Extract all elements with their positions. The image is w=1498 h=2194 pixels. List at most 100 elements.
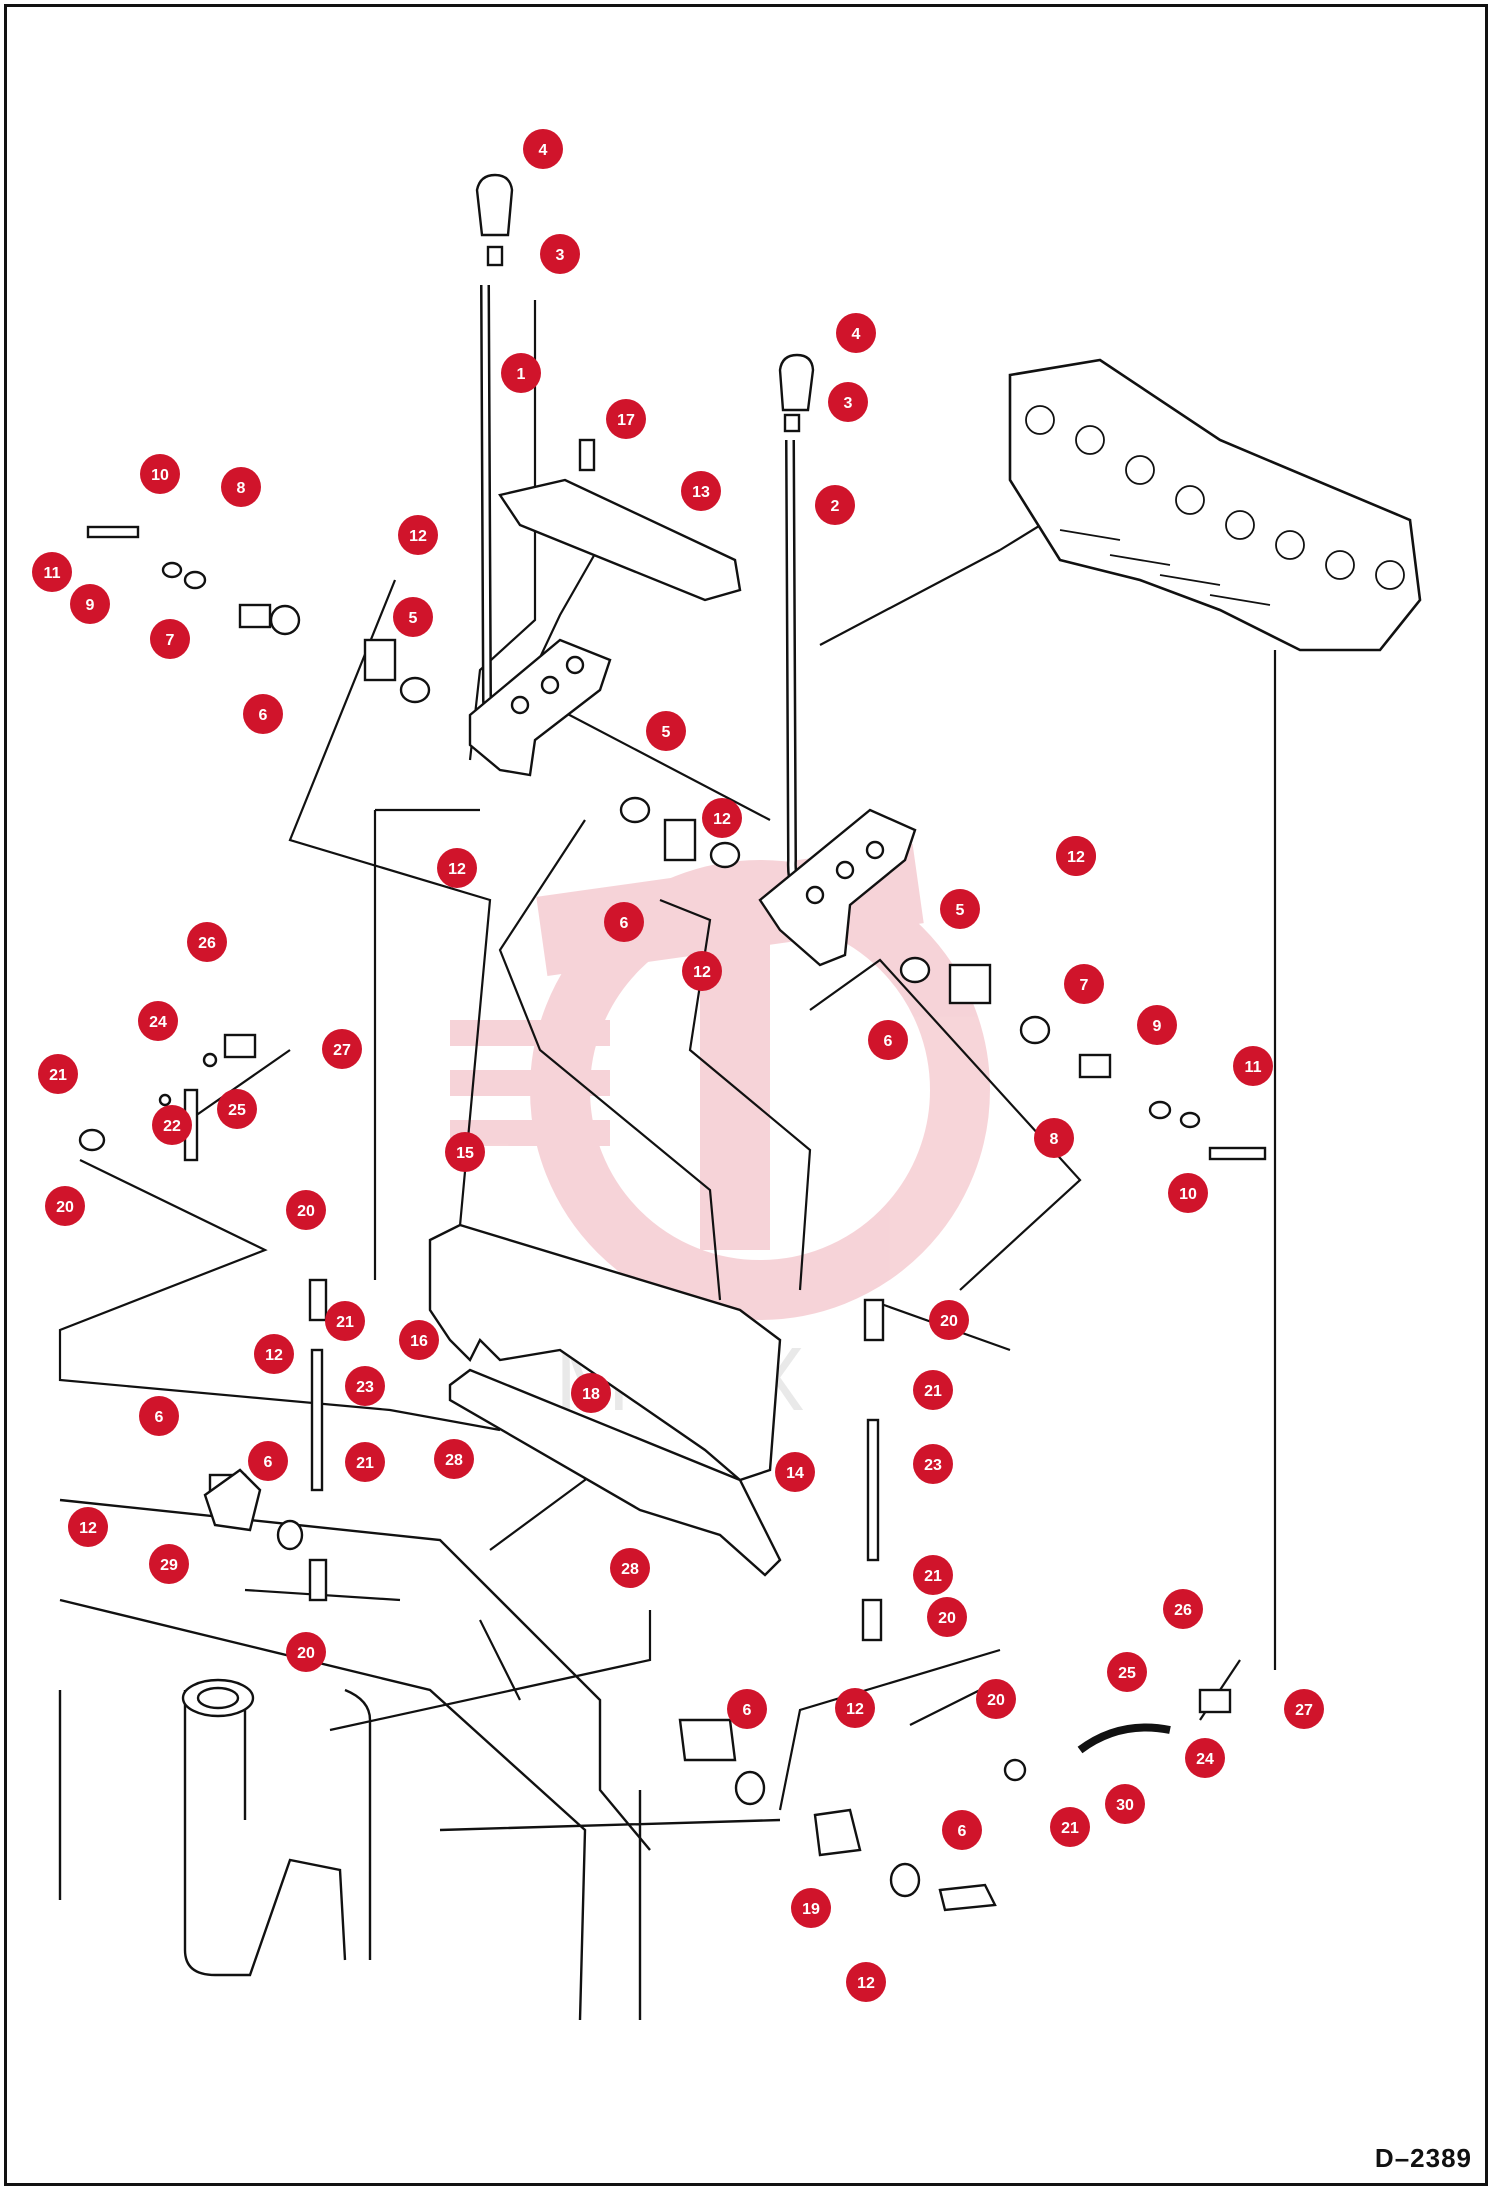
control-lever-right: [778, 353, 823, 925]
callout-25[interactable]: 25: [217, 1089, 257, 1129]
callout-25[interactable]: 25: [1107, 1652, 1147, 1692]
callout-3[interactable]: 3: [540, 234, 580, 274]
callout-label: 5: [956, 902, 965, 919]
callout-13[interactable]: 13: [681, 471, 721, 511]
callout-label: 12: [79, 1520, 97, 1537]
callout-26[interactable]: 26: [187, 922, 227, 962]
callout-label: 21: [49, 1067, 67, 1084]
callout-15[interactable]: 15: [445, 1132, 485, 1172]
callout-5[interactable]: 5: [393, 597, 433, 637]
callout-16[interactable]: 16: [399, 1320, 439, 1360]
callout-9[interactable]: 9: [1137, 1005, 1177, 1045]
callout-4[interactable]: 4: [523, 129, 563, 169]
callout-6[interactable]: 6: [139, 1396, 179, 1436]
pivot-parts: [203, 1468, 997, 1912]
callout-label: 16: [410, 1333, 428, 1350]
lever-bracket-left: [468, 638, 612, 777]
callout-12[interactable]: 12: [254, 1334, 294, 1374]
callout-17[interactable]: 17: [606, 399, 646, 439]
callout-label: 11: [44, 565, 61, 582]
callout-12[interactable]: 12: [702, 798, 742, 838]
callout-12[interactable]: 12: [437, 848, 477, 888]
cover-plate: [498, 438, 742, 602]
callout-label: 8: [237, 480, 246, 497]
callout-label: 25: [1118, 1665, 1136, 1682]
callout-30[interactable]: 30: [1105, 1784, 1145, 1824]
callout-label: 17: [617, 412, 635, 429]
callout-10[interactable]: 10: [140, 454, 180, 494]
callout-label: 3: [844, 395, 853, 412]
callout-6[interactable]: 6: [604, 902, 644, 942]
callout-6[interactable]: 6: [942, 1810, 982, 1850]
callout-6[interactable]: 6: [868, 1020, 908, 1060]
callout-8[interactable]: 8: [221, 467, 261, 507]
callout-20[interactable]: 20: [286, 1632, 326, 1672]
callout-19[interactable]: 19: [791, 1888, 831, 1928]
callout-10[interactable]: 10: [1168, 1173, 1208, 1213]
callout-21[interactable]: 21: [913, 1555, 953, 1595]
callout-21[interactable]: 21: [38, 1054, 78, 1094]
callout-12[interactable]: 12: [398, 515, 438, 555]
callout-6[interactable]: 6: [727, 1689, 767, 1729]
callout-27[interactable]: 27: [1284, 1689, 1324, 1729]
callout-label: 3: [556, 247, 565, 264]
callout-6[interactable]: 6: [243, 694, 283, 734]
callout-5[interactable]: 5: [646, 711, 686, 751]
callout-4[interactable]: 4: [836, 313, 876, 353]
callout-29[interactable]: 29: [149, 1544, 189, 1584]
callout-20[interactable]: 20: [927, 1597, 967, 1637]
callout-label: 20: [297, 1645, 315, 1662]
callout-label: 26: [198, 935, 216, 952]
callout-23[interactable]: 23: [345, 1366, 385, 1406]
callout-20[interactable]: 20: [929, 1300, 969, 1340]
linkage-left: [78, 1033, 328, 1602]
frame-base: [58, 1498, 781, 2021]
callout-label: 20: [987, 1692, 1005, 1709]
callout-23[interactable]: 23: [913, 1444, 953, 1484]
callout-12[interactable]: 12: [846, 1962, 886, 2002]
callout-label: 6: [259, 707, 268, 724]
callout-24[interactable]: 24: [1185, 1738, 1225, 1778]
callout-label: 11: [1245, 1059, 1262, 1076]
callout-label: 23: [356, 1379, 374, 1396]
callout-5[interactable]: 5: [940, 889, 980, 929]
callout-20[interactable]: 20: [976, 1679, 1016, 1719]
callout-18[interactable]: 18: [571, 1373, 611, 1413]
callout-20[interactable]: 20: [45, 1186, 85, 1226]
main-plate: [428, 1223, 782, 1482]
callout-6[interactable]: 6: [248, 1441, 288, 1481]
callout-11[interactable]: 11: [32, 552, 72, 592]
callout-27[interactable]: 27: [322, 1029, 362, 1069]
callout-21[interactable]: 21: [345, 1442, 385, 1482]
callout-21[interactable]: 21: [325, 1301, 365, 1341]
callout-8[interactable]: 8: [1034, 1118, 1074, 1158]
callout-28[interactable]: 28: [610, 1548, 650, 1588]
callout-12[interactable]: 12: [835, 1688, 875, 1728]
callout-3[interactable]: 3: [828, 382, 868, 422]
callout-label: 23: [924, 1457, 942, 1474]
callout-26[interactable]: 26: [1163, 1589, 1203, 1629]
callout-7[interactable]: 7: [150, 619, 190, 659]
callout-28[interactable]: 28: [434, 1439, 474, 1479]
callout-12[interactable]: 12: [68, 1507, 108, 1547]
callout-12[interactable]: 12: [1056, 836, 1096, 876]
callout-14[interactable]: 14: [775, 1452, 815, 1492]
callout-7[interactable]: 7: [1064, 964, 1104, 1004]
callout-21[interactable]: 21: [913, 1370, 953, 1410]
callout-1[interactable]: 1: [501, 353, 541, 393]
callout-2[interactable]: 2: [815, 485, 855, 525]
callout-21[interactable]: 21: [1050, 1807, 1090, 1847]
callout-label: 9: [86, 597, 95, 614]
callout-label: 20: [56, 1199, 74, 1216]
page-frame: [4, 4, 1488, 2186]
callout-label: 20: [938, 1610, 956, 1627]
callout-label: 12: [713, 811, 731, 828]
callout-9[interactable]: 9: [70, 584, 110, 624]
callout-24[interactable]: 24: [138, 1001, 178, 1041]
callout-label: 15: [456, 1145, 474, 1162]
callout-22[interactable]: 22: [152, 1105, 192, 1145]
callout-11[interactable]: 11: [1233, 1046, 1273, 1086]
callout-12[interactable]: 12: [682, 951, 722, 991]
callout-20[interactable]: 20: [286, 1190, 326, 1230]
callout-label: 30: [1116, 1797, 1134, 1814]
